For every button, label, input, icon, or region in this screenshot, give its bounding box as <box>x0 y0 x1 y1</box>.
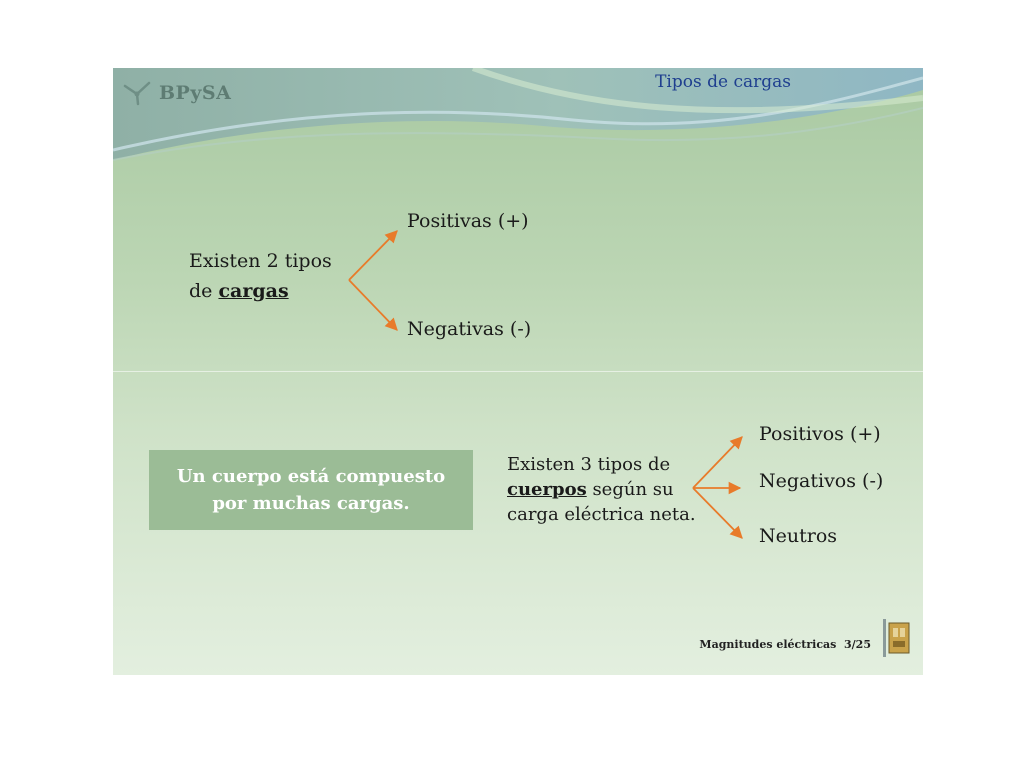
page-number: 3/25 <box>844 638 871 651</box>
bottom-intro-line2: cuerpos según su <box>507 479 674 500</box>
arrow-to-negativas <box>348 279 398 331</box>
footer-label: Magnitudes eléctricas 3/25 <box>699 638 871 651</box>
top-branch-positive: Positivas (+) <box>407 210 529 232</box>
bottom-intro-line3: carga eléctrica neta. <box>507 504 696 525</box>
top-intro-text: Existen 2 tipos de cargas <box>189 246 332 306</box>
logo-text: BPySA <box>159 82 232 104</box>
top-branch-negative: Negativas (-) <box>407 318 532 340</box>
cuerpos-emphasis: cuerpos <box>507 479 587 500</box>
bottom-branch-neutral: Neutros <box>759 525 838 547</box>
bottom-intro-line1: Existen 3 tipos de <box>507 454 671 475</box>
arrow-to-positivos <box>692 436 743 489</box>
section-divider <box>113 371 923 372</box>
callout-line1: Un cuerpo está compuesto <box>176 466 446 487</box>
top-intro-line1: Existen 2 tipos <box>189 250 332 272</box>
header-wave-decoration <box>113 68 923 161</box>
bottom-branch-positive: Positivos (+) <box>759 423 881 445</box>
slide: BPySA Tipos de cargas Existen 2 tipos de… <box>113 68 923 675</box>
callout-box: Un cuerpo está compuesto por muchas carg… <box>149 450 473 530</box>
bottom-branch-negative: Negativos (-) <box>759 470 884 492</box>
electric-panel-icon <box>883 619 910 657</box>
arrow-to-neutros <box>692 487 743 539</box>
footer-title: Magnitudes eléctricas <box>699 638 837 651</box>
callout-line2: por muchas cargas. <box>212 493 410 514</box>
top-intro-line2: de cargas <box>189 280 289 302</box>
arrow-to-positivas <box>348 230 398 281</box>
cargas-emphasis: cargas <box>218 280 289 302</box>
slide-title: Tipos de cargas <box>655 72 791 92</box>
logo: BPySA <box>123 80 231 106</box>
bottom-intro-text: Existen 3 tipos de cuerpos según su carg… <box>507 452 696 527</box>
logo-icon <box>123 81 151 106</box>
